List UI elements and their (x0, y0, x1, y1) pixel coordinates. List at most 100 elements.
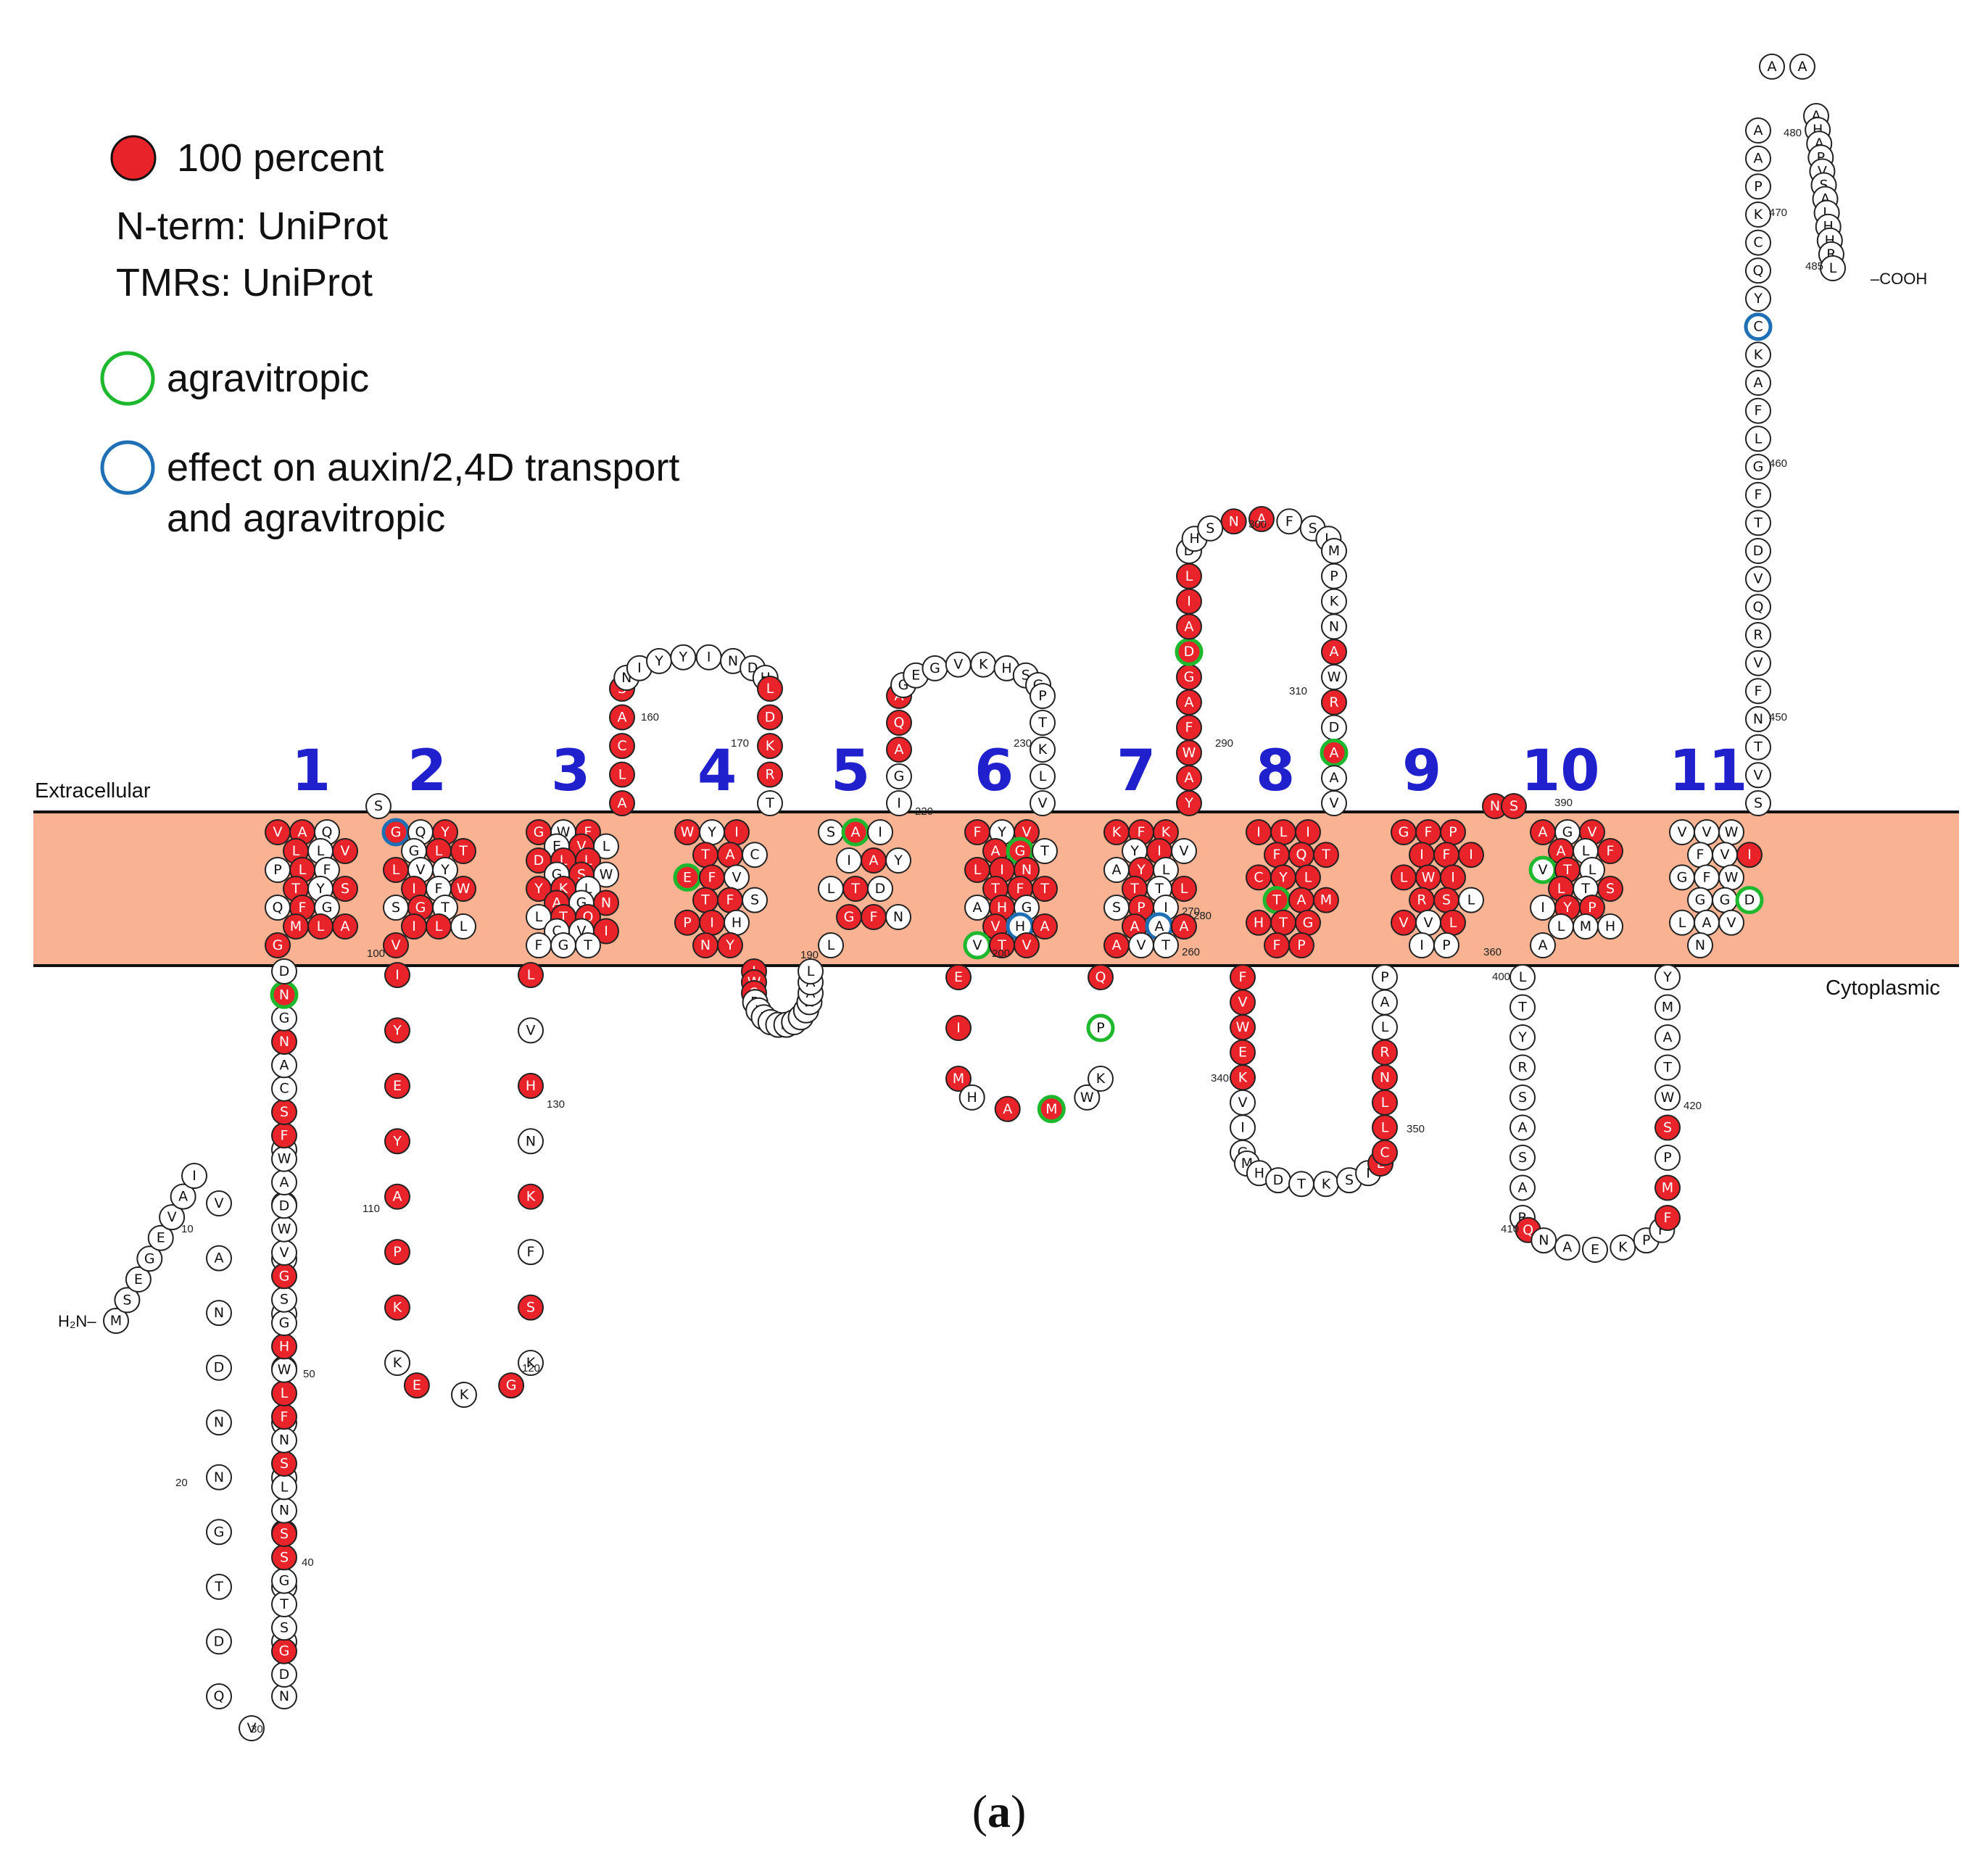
tmr-number-5: 5 (831, 739, 870, 804)
residue-letter: V (1238, 995, 1248, 1011)
n-terminus-label: H₂N– (58, 1312, 96, 1330)
residue-circle (609, 761, 635, 788)
residue-circle (1030, 710, 1056, 736)
residue: V (271, 1240, 297, 1266)
residue-letter: H (1001, 660, 1011, 676)
cytoplasmic-label: Cytoplasmic (1826, 976, 1940, 1000)
residue-letter: A (991, 843, 1001, 859)
residue-letter: A (1003, 1101, 1012, 1117)
residue: A (170, 1183, 196, 1210)
residue: V (963, 931, 992, 960)
residue-letter: L (281, 1479, 289, 1495)
residue-circle (450, 838, 476, 864)
residue: Y (384, 1017, 410, 1044)
residue: M (945, 1066, 972, 1092)
residue-circle (757, 790, 783, 816)
residue-letter: T (1517, 1000, 1527, 1016)
residue: I (1458, 842, 1484, 868)
residue-letter: S (1112, 900, 1121, 916)
residue-circle (518, 1294, 544, 1321)
residue-letter: K (1754, 207, 1763, 223)
residue: Y (670, 644, 697, 671)
residue: A (1509, 1114, 1536, 1141)
residue-circle (885, 847, 911, 874)
residue-circle (1433, 932, 1459, 958)
residue: Y (1176, 790, 1202, 816)
residue-circle (1745, 370, 1771, 396)
position-label: 350 (1407, 1123, 1425, 1135)
residue-letter: Q (894, 715, 905, 731)
residue-letter: V (732, 869, 742, 885)
residue-letter: V (215, 1195, 224, 1211)
residue-letter: L (974, 862, 982, 878)
residue: A (332, 913, 358, 940)
residue: I (724, 819, 750, 845)
residue-letter: G (1695, 892, 1706, 908)
residue-circle (1735, 886, 1764, 915)
residue: A (1321, 639, 1347, 665)
residue: V (1415, 909, 1441, 936)
residue: K (1610, 1234, 1636, 1261)
residue-circle (1171, 876, 1197, 902)
residue-letter: W (600, 867, 613, 883)
residue-circle (384, 1072, 410, 1099)
residue: Q (1288, 842, 1314, 868)
residue-letter: V (526, 1022, 536, 1038)
residue: L (526, 904, 552, 930)
residue-circle (994, 1095, 1021, 1122)
residue: L (271, 1380, 297, 1406)
residue-letter: N (214, 1469, 224, 1485)
residue: T (1509, 994, 1536, 1021)
residue-circle (1745, 397, 1771, 424)
residue-letter: L (1467, 892, 1475, 908)
residue-letter: A (280, 1174, 289, 1190)
residue: P (1654, 1145, 1681, 1171)
residue: A (1321, 765, 1347, 792)
residue: A (384, 1183, 410, 1210)
residue-letter: K (1112, 824, 1122, 840)
residue-letter: H (1254, 1165, 1264, 1181)
residue: S (332, 876, 358, 902)
residue-letter: Q (1753, 262, 1764, 278)
residue-letter: K (1161, 824, 1171, 840)
residue-letter: C (617, 738, 626, 754)
residue-circle (867, 819, 893, 845)
residue-letter: T (458, 843, 468, 859)
residue-circle (1820, 255, 1846, 281)
residue: G (271, 1310, 297, 1336)
residue: T (1270, 909, 1296, 936)
residue-letter: L (281, 1385, 289, 1401)
residue: A (886, 737, 912, 763)
residue-letter: Q (415, 824, 426, 840)
residue-letter: A (1040, 918, 1050, 934)
residue-letter: I (1747, 847, 1752, 863)
position-label: 485 (1805, 260, 1823, 273)
residue: G (550, 932, 576, 958)
tmr-number-9: 9 (1402, 739, 1441, 804)
residue-letter: F (281, 1127, 289, 1143)
legend-auxin-label-line2: and agravitropic (167, 497, 445, 540)
residue-letter: L (299, 862, 307, 878)
residue: V (1712, 842, 1738, 868)
residue: F (1176, 714, 1202, 741)
residue: C (742, 842, 768, 868)
residue-circle (886, 710, 912, 736)
residue: P (1288, 932, 1314, 958)
residue-circle (1745, 510, 1771, 536)
residue-letter: L (435, 918, 443, 934)
residue: A (271, 1052, 297, 1079)
residue-circle (1032, 876, 1058, 902)
residue-letter: H (526, 1078, 536, 1094)
residue-letter: F (1755, 683, 1763, 699)
residue-circle (609, 704, 635, 731)
position-label: 50 (303, 1368, 315, 1380)
residue-letter: G (1015, 843, 1026, 859)
position-label: 30 (251, 1723, 263, 1735)
residue: Y (1654, 964, 1681, 990)
residue: P (1372, 964, 1398, 990)
residue-circle (136, 1245, 163, 1272)
residue: I (401, 913, 427, 940)
residue-letter: S (1518, 1150, 1527, 1166)
residue: L (593, 833, 619, 860)
residue: F (861, 904, 887, 930)
